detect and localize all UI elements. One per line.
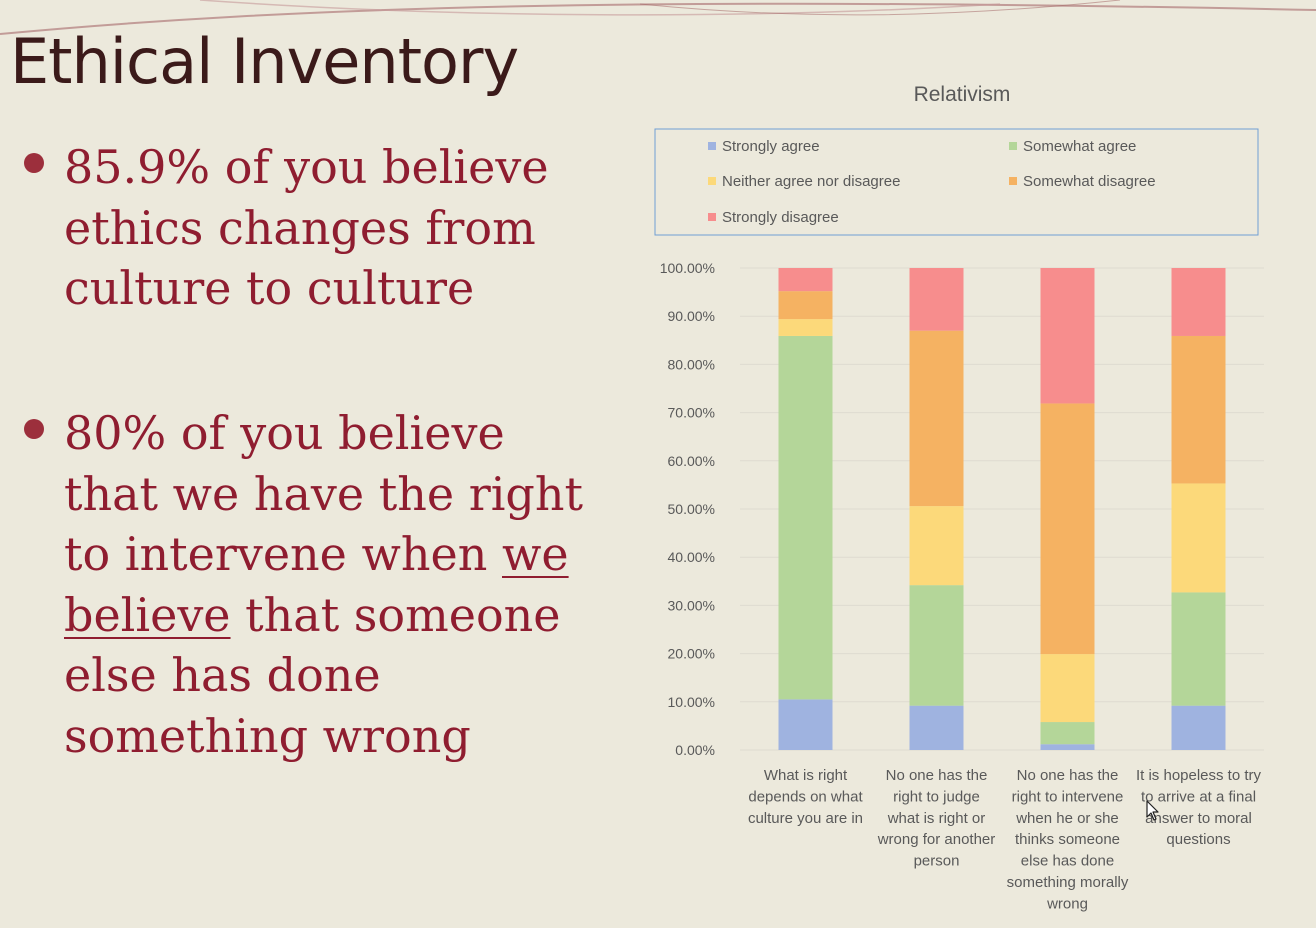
x-category-label: No one has the — [1017, 767, 1119, 784]
x-category-label: culture you are in — [748, 810, 863, 827]
mouse-cursor-icon — [1146, 800, 1159, 821]
legend-label: Strongly agree — [722, 138, 820, 155]
bullet-dot-icon — [24, 153, 44, 173]
bullet-text-intervene: 80% of you believe that we have the righ… — [64, 403, 604, 766]
y-tick-label: 0.00% — [675, 742, 715, 758]
y-tick-label: 60.00% — [668, 453, 715, 469]
bar-segment — [1040, 654, 1095, 723]
bar-segment — [909, 506, 964, 586]
y-tick-label: 70.00% — [668, 405, 715, 421]
bar-segment — [1171, 592, 1226, 706]
chart-title: Relativism — [914, 83, 1011, 106]
bar-segment — [778, 319, 833, 336]
bar-segment — [778, 699, 833, 750]
bar-segment — [778, 291, 833, 320]
bullet-text-part: that someone else has done something wro… — [64, 587, 561, 763]
x-category-label: something morally — [1007, 874, 1129, 891]
bullet-point-intervene: 80% of you believe that we have the righ… — [24, 403, 604, 766]
legend-swatch — [708, 213, 716, 221]
bar-segment — [1171, 705, 1226, 750]
legend-swatch — [708, 142, 716, 150]
x-category-label: wrong — [1046, 895, 1088, 912]
title-swoosh-decoration — [0, 0, 1316, 35]
bullet-text-underlined: we believe — [64, 527, 569, 642]
y-tick-label: 10.00% — [668, 694, 715, 710]
x-category-label: to arrive at a final — [1141, 788, 1256, 805]
bar-segment — [909, 585, 964, 706]
x-category-label: right to judge — [893, 788, 980, 805]
y-tick-label: 50.00% — [668, 501, 715, 517]
y-tick-label: 80.00% — [668, 356, 715, 372]
bullet-dot-icon — [24, 419, 44, 439]
legend-label: Somewhat agree — [1023, 138, 1136, 155]
bullet-text-part: 80% of you believe that we have the righ… — [64, 406, 583, 581]
bar-segment — [1171, 335, 1226, 484]
legend-label: Somewhat disagree — [1023, 173, 1156, 190]
bar-segment — [909, 268, 964, 331]
x-category-label: answer to moral — [1145, 810, 1252, 827]
bar-segment — [1040, 268, 1095, 404]
y-tick-label: 30.00% — [668, 597, 715, 613]
bar-segment — [909, 330, 964, 507]
y-tick-label: 40.00% — [668, 549, 715, 565]
bar-segment — [1171, 268, 1226, 336]
bar-segment — [1040, 403, 1095, 655]
x-category-label: what is right or — [887, 810, 986, 827]
legend-swatch — [1009, 142, 1017, 150]
bar-segment — [1040, 722, 1095, 745]
x-category-label: questions — [1166, 831, 1230, 848]
bullet-text-culture: 85.9% of you believe ethics changes from… — [64, 140, 549, 315]
x-category-label: right to intervene — [1012, 788, 1124, 805]
chart-legend-box — [654, 128, 1259, 236]
y-tick-label: 100.00% — [660, 260, 715, 276]
page-title: Ethical Inventory — [10, 25, 519, 98]
bar-segment — [778, 268, 833, 292]
y-tick-label: 90.00% — [668, 308, 715, 324]
x-category-label: What is right — [764, 767, 848, 784]
bar-segment — [1171, 483, 1226, 593]
legend-label: Neither agree nor disagree — [722, 173, 900, 190]
legend-swatch — [708, 177, 716, 185]
x-category-label: No one has the — [886, 767, 988, 784]
bar-segment — [909, 705, 964, 750]
x-category-label: depends on what — [748, 788, 863, 805]
bar-segment — [778, 335, 833, 700]
x-category-label: else has done — [1021, 853, 1114, 870]
bullet-point-culture: 85.9% of you believe ethics changes from… — [24, 137, 604, 319]
x-category-label: wrong for another — [877, 831, 996, 848]
x-category-label: person — [914, 853, 960, 870]
y-tick-label: 20.00% — [668, 646, 715, 662]
legend-swatch — [1009, 177, 1017, 185]
x-category-label: thinks someone — [1015, 831, 1120, 848]
legend-label: Strongly disagree — [722, 209, 839, 226]
x-category-label: when he or she — [1015, 810, 1119, 827]
x-category-label: It is hopeless to try — [1136, 767, 1262, 784]
bar-segment — [1040, 744, 1095, 750]
